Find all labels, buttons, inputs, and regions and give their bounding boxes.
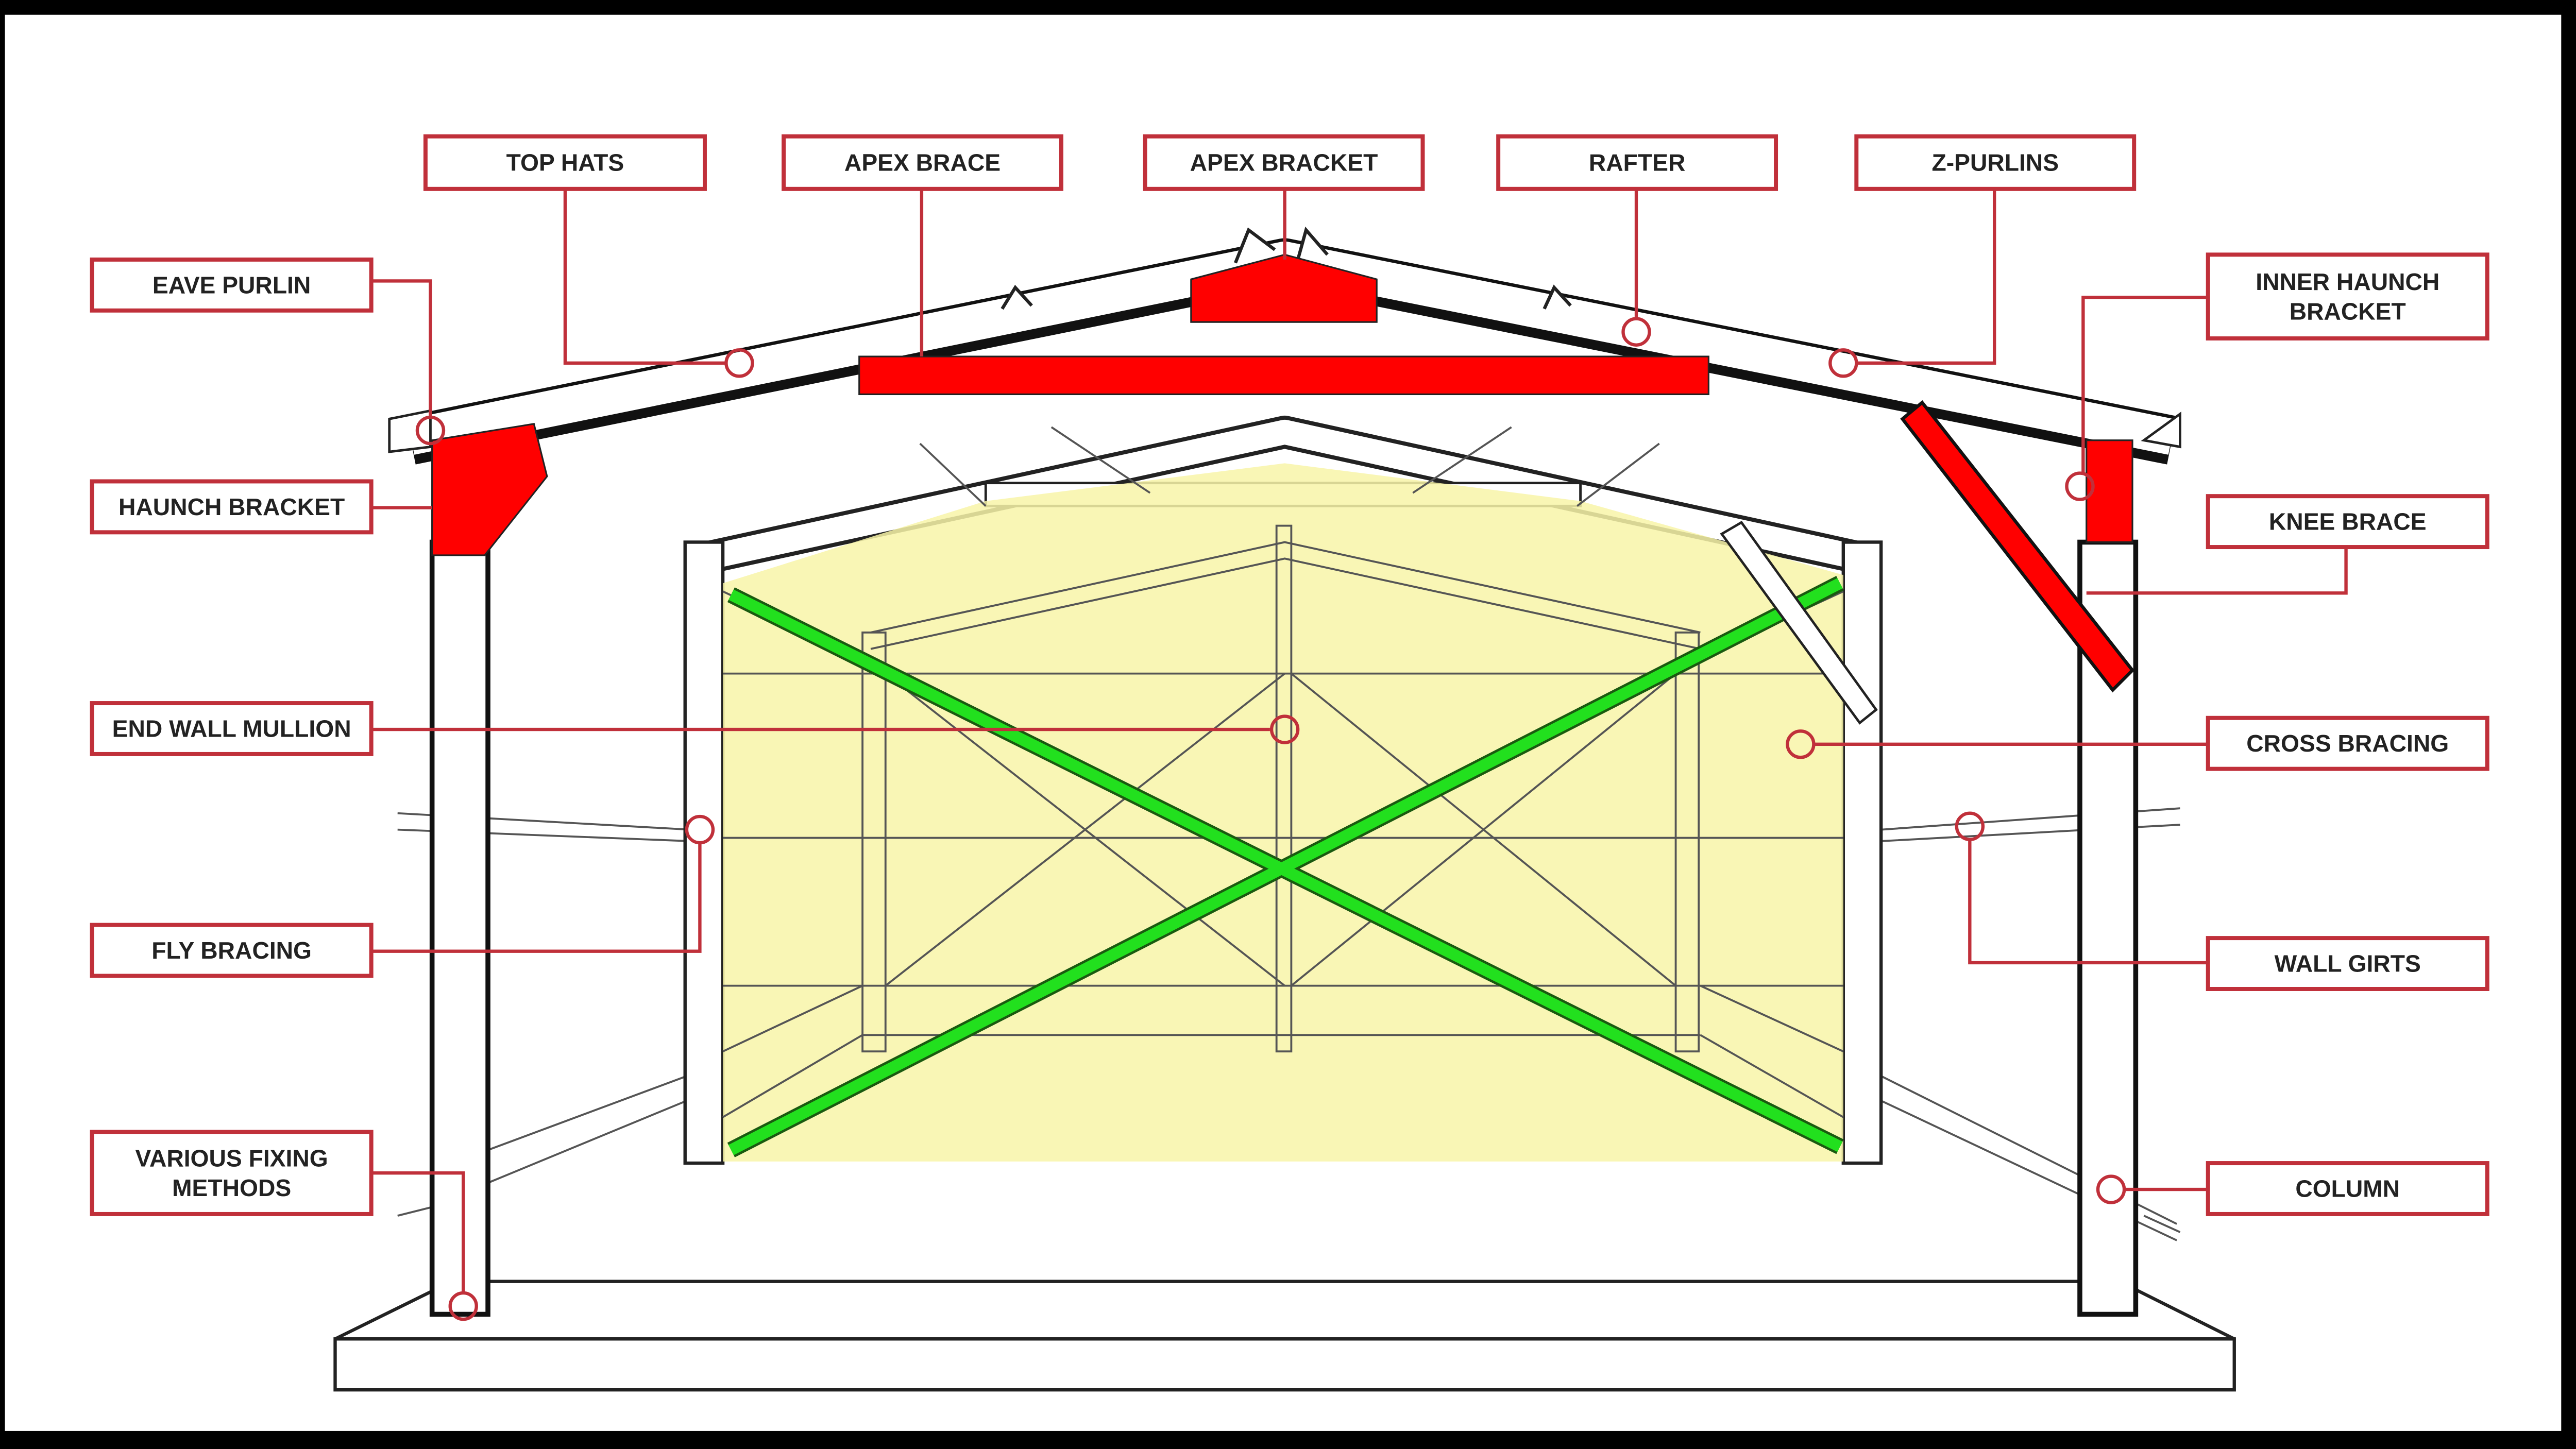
label-box (2206, 715, 2489, 771)
haunch-bracket-highlight (431, 423, 548, 556)
label-text: EAVE PURLIN (152, 271, 311, 298)
callout-top-hats: TOP HATS (423, 134, 754, 378)
label-text: RAFTER (1589, 149, 1685, 176)
marker-circle (685, 814, 715, 845)
callout-inner-haunch-bracket: INNER HAUNCH BRACKET (2065, 252, 2489, 501)
marker-circle (724, 348, 754, 378)
marker-circle (1828, 348, 1858, 378)
marker-circle (448, 1291, 478, 1321)
floor-slab (333, 1280, 2236, 1392)
leader-line (2086, 547, 2348, 595)
label-text: INNER HAUNCH (2256, 268, 2439, 295)
label-box (2206, 252, 2489, 340)
label-box (90, 257, 374, 313)
callout-fly-bracing: FLY BRACING (90, 814, 715, 978)
label-text: END WALL MULLION (112, 715, 351, 742)
label-text: COLUMN (2295, 1175, 2400, 1202)
label-text: WALL GIRTS (2275, 950, 2421, 977)
knee-brace-highlight (1900, 400, 2135, 693)
leader-line (371, 1171, 465, 1293)
label-text: VARIOUS FIXING (135, 1145, 328, 1171)
label-box (90, 701, 374, 756)
callout-knee-brace: KNEE BRACE (2086, 494, 2489, 595)
apex-brace-highlight (858, 355, 1709, 396)
wall-girts (397, 807, 2181, 1241)
marker-circle (2096, 1174, 2126, 1204)
label-box (2206, 1161, 2489, 1216)
label-text: Z-PURLINS (1931, 149, 2059, 176)
apex-bracket-highlight (1190, 253, 1378, 323)
end-wall-panel (723, 463, 1843, 1162)
label-text: BRACKET (2290, 298, 2406, 325)
callout-cross-bracing: CROSS BRACING (1786, 715, 2489, 771)
callout-eave-purlin: EAVE PURLIN (90, 257, 446, 446)
leader-line (563, 189, 726, 365)
cross-bracing-highlight (727, 576, 1844, 1157)
marker-circle (1955, 811, 1985, 841)
callout-labels: TOP HATS APEX BRACE APEX BRACKET RAFTER Z-PU… (90, 134, 2489, 1321)
leader-line (1856, 189, 1996, 365)
label-text: APEX BRACE (844, 149, 1001, 176)
callout-end-wall-mullion: END WALL MULLION (90, 701, 1300, 756)
label-text: METHODS (172, 1174, 291, 1201)
label-box (1143, 134, 1425, 191)
callout-column: COLUMN (2096, 1161, 2489, 1216)
label-box (90, 923, 374, 978)
label-box (1854, 134, 2137, 191)
callout-wall-girts: WALL GIRTS (1955, 811, 2489, 991)
leader-line (371, 279, 432, 418)
leader-line (1968, 839, 2208, 965)
label-box (782, 134, 1063, 191)
marker-circle (1621, 317, 1651, 347)
callout-rafter: RAFTER (1496, 134, 1778, 347)
label-box (2206, 494, 2489, 550)
marker-circle (1269, 714, 1300, 744)
callout-apex-bracket: APEX BRACKET (1143, 134, 1425, 260)
label-text: FLY BRACING (151, 937, 312, 964)
label-text: APEX BRACKET (1190, 149, 1378, 176)
leader-line (2081, 296, 2208, 473)
leader-line (371, 843, 702, 953)
label-text: KNEE BRACE (2269, 508, 2427, 535)
red-highlights (431, 253, 2135, 693)
marker-circle (1786, 729, 1816, 759)
label-box (90, 1130, 374, 1216)
label-box (423, 134, 707, 191)
label-box (90, 479, 374, 535)
callout-z-purlins: Z-PURLINS (1828, 134, 2137, 378)
label-box (2206, 936, 2489, 991)
label-box (1496, 134, 1778, 191)
callout-various-fixing-methods: VARIOUS FIXING METHODS (90, 1130, 478, 1321)
label-text: CROSS BRACING (2246, 730, 2449, 757)
fly-brace-member (1720, 521, 1878, 725)
label-text: TOP HATS (506, 149, 624, 176)
marker-circle (2065, 471, 2095, 501)
marker-circle (415, 415, 446, 446)
callout-apex-brace: APEX BRACE (782, 134, 1063, 357)
label-text: HAUNCH BRACKET (118, 493, 345, 520)
callout-haunch-bracket: HAUNCH BRACKET (90, 479, 432, 535)
inner-haunch-bracket-highlight (2086, 439, 2133, 543)
